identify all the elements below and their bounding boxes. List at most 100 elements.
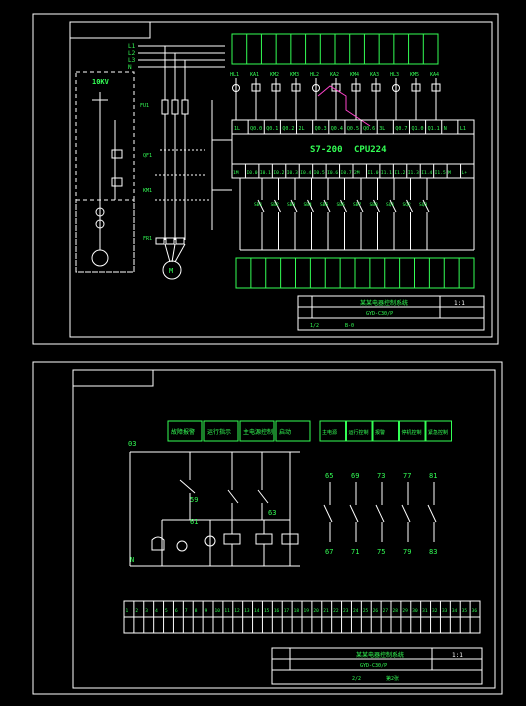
hv-motor-symbol	[91, 249, 109, 267]
footer-cell-label: 6	[175, 608, 178, 614]
footer-cell-label: 2	[135, 608, 138, 614]
input-device-label: SB2	[271, 202, 280, 208]
alarm-lamp-icon	[176, 540, 188, 552]
run-lamp-icon	[204, 535, 216, 547]
output-device-label: KA1	[250, 72, 259, 78]
switch-contact	[274, 199, 281, 213]
bottom-corner-tab	[72, 369, 154, 387]
wire-number-top: 77	[403, 472, 411, 480]
motor-label: M	[169, 267, 173, 275]
output-device-label: KM2	[270, 72, 279, 78]
output-device-label: KM4	[350, 72, 359, 78]
footer-cell-label: 11	[224, 608, 230, 614]
input-terminal: I1.5	[435, 170, 446, 176]
right-header-cell-label: 停机控制	[402, 429, 422, 436]
footer-cell-label: 20	[313, 608, 319, 614]
rail-bottom-label: N	[130, 556, 134, 564]
input-terminal: I0.7	[341, 170, 352, 176]
wire-number-bottom: 71	[351, 548, 359, 556]
switch-contact	[356, 199, 364, 213]
output-device-label: KA3	[370, 72, 379, 78]
footer-cell-label: 32	[432, 608, 438, 614]
header-cell	[167, 420, 203, 442]
right-header-cell	[346, 420, 373, 442]
input-terminal: I0.4	[300, 170, 311, 176]
top-title-scale: 1:1	[454, 300, 465, 307]
coil-icon	[411, 83, 421, 92]
right-header-cell	[372, 420, 399, 442]
input-device-label: SQ3	[419, 202, 428, 208]
input-terminal: I1.0	[367, 170, 378, 176]
footer-cell-label: 14	[254, 608, 260, 614]
footer-cell-label: 15	[264, 608, 270, 614]
switch-contact	[290, 199, 298, 213]
fuse-label: FU1	[140, 103, 149, 109]
footer-cell-label: 30	[412, 608, 418, 614]
footer-cell-label: 35	[462, 608, 468, 614]
output-terminal: L1	[460, 126, 466, 132]
input-terminal: I1.3	[408, 170, 419, 176]
input-device-label: SB8	[370, 202, 379, 208]
output-device-label: KA4	[430, 72, 439, 78]
input-terminal: I0.1	[260, 170, 271, 176]
input-device-label: SQ2	[403, 202, 412, 208]
phase-label: L3	[128, 57, 136, 64]
wire-number-top: 81	[429, 472, 437, 480]
bottom-title-sheet: 2/2	[352, 676, 361, 682]
input-terminal: I1.4	[421, 170, 432, 176]
header-cell	[275, 420, 311, 442]
coil-icon	[251, 83, 261, 92]
output-device-label: KM5	[410, 72, 419, 78]
km-label: KM1	[143, 188, 152, 194]
input-terminal: I0.2	[273, 170, 284, 176]
input-terminal: I1.2	[394, 170, 405, 176]
footer-cell-label: 5	[165, 608, 168, 614]
footer-cell-label: 22	[333, 608, 339, 614]
switch-contact	[307, 199, 314, 213]
wire-number: 61	[190, 518, 198, 526]
footer-cell-label: 19	[304, 608, 310, 614]
header-cell-label: 启动	[279, 428, 291, 436]
wire-number-top: 73	[377, 472, 385, 480]
bottom-right-header-cells: 主电源运行控制报警停机控制紧急控制	[319, 420, 452, 442]
output-terminal: Q0.0	[250, 126, 262, 132]
right-header-cell	[319, 420, 346, 442]
footer-cell-label: 21	[323, 608, 329, 614]
output-device-label: KM3	[290, 72, 299, 78]
footer-cell-label: 23	[343, 608, 349, 614]
rail-top-label: 03	[128, 440, 136, 448]
fuse-group	[155, 99, 232, 280]
output-device-label: KA2	[330, 72, 339, 78]
top-title-block	[297, 295, 485, 331]
input-device-label: SB7	[353, 202, 362, 208]
right-header-cell-label: 主电源	[322, 429, 337, 436]
switch-contact	[406, 199, 413, 213]
footer-cell-label: 25	[363, 608, 369, 614]
bottom-title-scale: 1:1	[452, 652, 463, 659]
wire-number-bottom: 75	[377, 548, 385, 556]
input-terminal: 2M	[354, 170, 360, 176]
hv-dashed-box	[75, 71, 135, 273]
input-terminal: 1M	[233, 170, 239, 176]
contact-blade	[375, 504, 385, 523]
output-terminal: Q1.1	[428, 126, 440, 132]
top-sheet	[32, 13, 499, 345]
hv-circuit	[91, 92, 123, 267]
footer-cell-label: 10	[215, 608, 221, 614]
coil-icon	[371, 83, 381, 92]
bottom-title-drawing-no: GYD-C30/P	[360, 663, 387, 669]
lamp-icon	[392, 84, 400, 92]
wire-number-top: 69	[351, 472, 359, 480]
output-terminal: Q0.7	[395, 126, 407, 132]
fr-label: FR1	[143, 236, 152, 242]
top-inner-border	[69, 21, 493, 338]
right-header-cell-label: 运行控制	[349, 429, 369, 436]
contact-blade	[349, 504, 359, 523]
footer-cell-label: 8	[195, 608, 198, 614]
footer-cell-label: 26	[373, 608, 379, 614]
coil-icon	[431, 83, 441, 92]
footer-cell-label: 36	[472, 608, 478, 614]
